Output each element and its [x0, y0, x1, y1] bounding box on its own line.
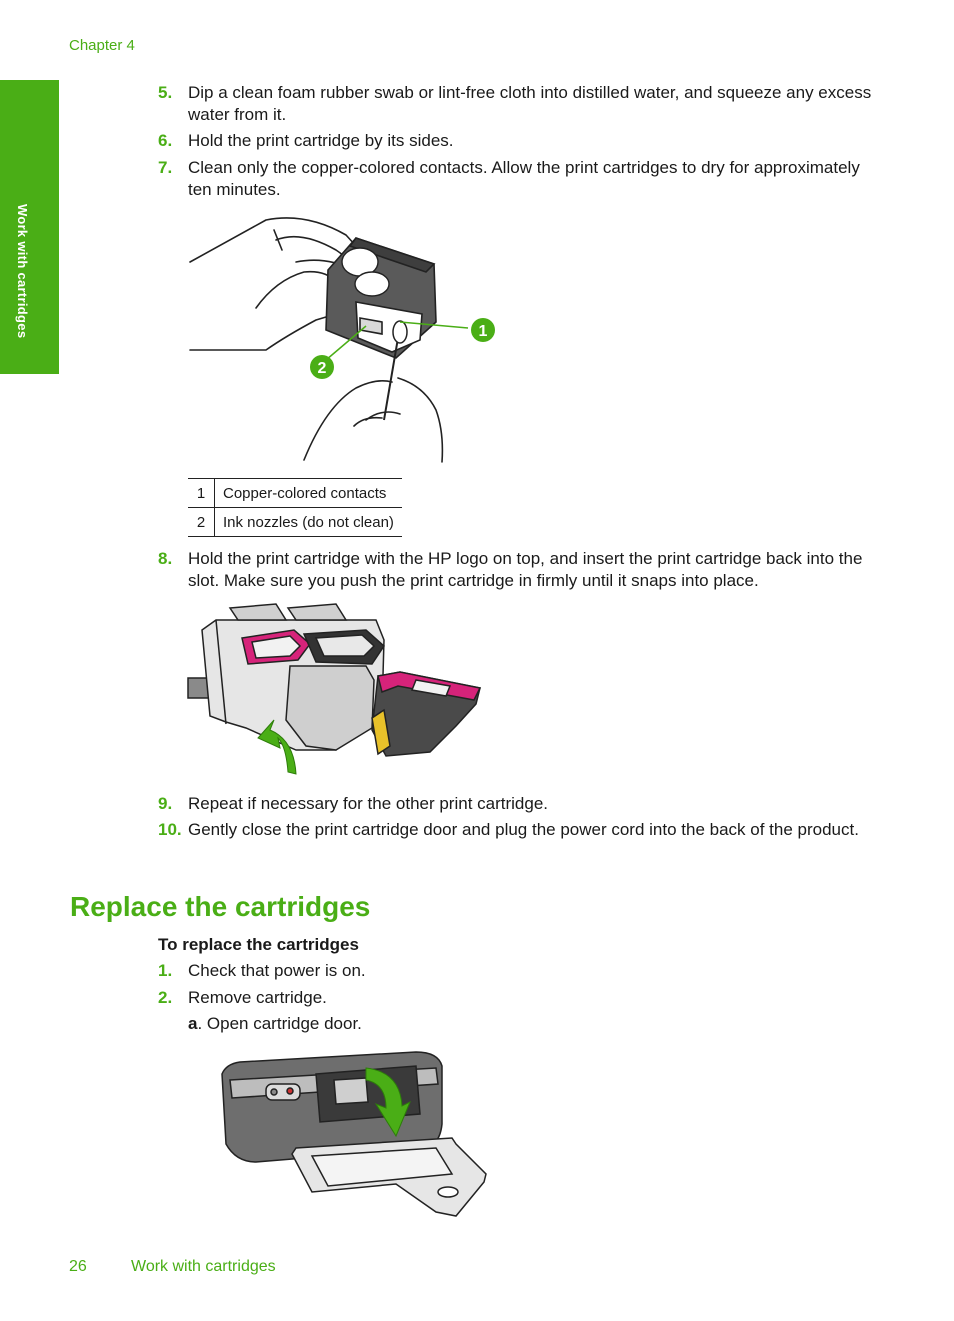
step-7: 7. Clean only the copper-colored contact… — [158, 157, 878, 201]
step-text: Remove cartridge. — [188, 988, 327, 1007]
step-6: 6. Hold the print cartridge by its sides… — [158, 130, 878, 152]
side-tab-label: Work with cartridges — [15, 204, 30, 339]
step-text: Repeat if necessary for the other print … — [188, 794, 549, 813]
step-number: 10. — [158, 820, 182, 839]
step-9: 9. Repeat if necessary for the other pri… — [158, 793, 878, 815]
callout-description: Ink nozzles (do not clean) — [214, 507, 402, 537]
table-row: 2 Ink nozzles (do not clean) — [188, 507, 402, 537]
chapter-label: Chapter 4 — [69, 37, 135, 54]
step-text: Dip a clean foam rubber swab or lint-fre… — [188, 83, 872, 124]
callout-2-label: 2 — [318, 360, 327, 377]
step-number: 9. — [158, 794, 173, 813]
step-8: 8. Hold the print cartridge with the HP … — [158, 548, 878, 592]
step-text: Gently close the print cartridge door an… — [188, 820, 859, 839]
replace-step-1: 1. Check that power is on. — [158, 960, 878, 982]
callout-1-badge — [471, 318, 495, 342]
callout-2-badge — [310, 355, 334, 379]
callout-description: Copper-colored contacts — [214, 478, 402, 508]
cleaning-contacts-illustration: 1 2 — [189, 217, 495, 463]
printer-open-door-illustration — [221, 1051, 487, 1217]
substep-text: . Open cartridge door. — [197, 1014, 362, 1033]
step-text: Clean only the copper-colored contacts. … — [188, 158, 860, 199]
callout-1-label: 1 — [479, 323, 488, 340]
callout-legend-table: 1 Copper-colored contacts 2 Ink nozzles … — [188, 478, 402, 537]
step-5: 5. Dip a clean foam rubber swab or lint-… — [158, 82, 878, 126]
step-text: Hold the print cartridge with the HP log… — [188, 549, 863, 590]
footer-title: Work with cartridges — [131, 1258, 276, 1275]
insert-cartridge-illustration — [187, 603, 482, 775]
step-number: 8. — [158, 549, 173, 568]
table-row: 1 Copper-colored contacts — [188, 478, 402, 508]
step-number: 1. — [158, 961, 173, 980]
step-number: 7. — [158, 158, 173, 177]
step-number: 2. — [158, 988, 173, 1007]
step-number: 6. — [158, 131, 173, 150]
side-tab — [0, 80, 59, 374]
step-number: 5. — [158, 83, 173, 102]
replace-substep-a: a. Open cartridge door. — [188, 1013, 362, 1035]
replace-step-2: 2. Remove cartridge. — [158, 987, 878, 1009]
callout-number: 1 — [188, 478, 215, 508]
step-text: Check that power is on. — [188, 961, 366, 980]
callout-number: 2 — [188, 507, 215, 537]
substep-letter: a — [188, 1014, 198, 1033]
step-text: Hold the print cartridge by its sides. — [188, 131, 454, 150]
footer-page-number: 26 — [69, 1258, 87, 1275]
step-10: 10. Gently close the print cartridge doo… — [158, 819, 878, 841]
section-heading: Replace the cartridges — [70, 891, 371, 922]
procedure-heading: To replace the cartridges — [158, 935, 359, 954]
